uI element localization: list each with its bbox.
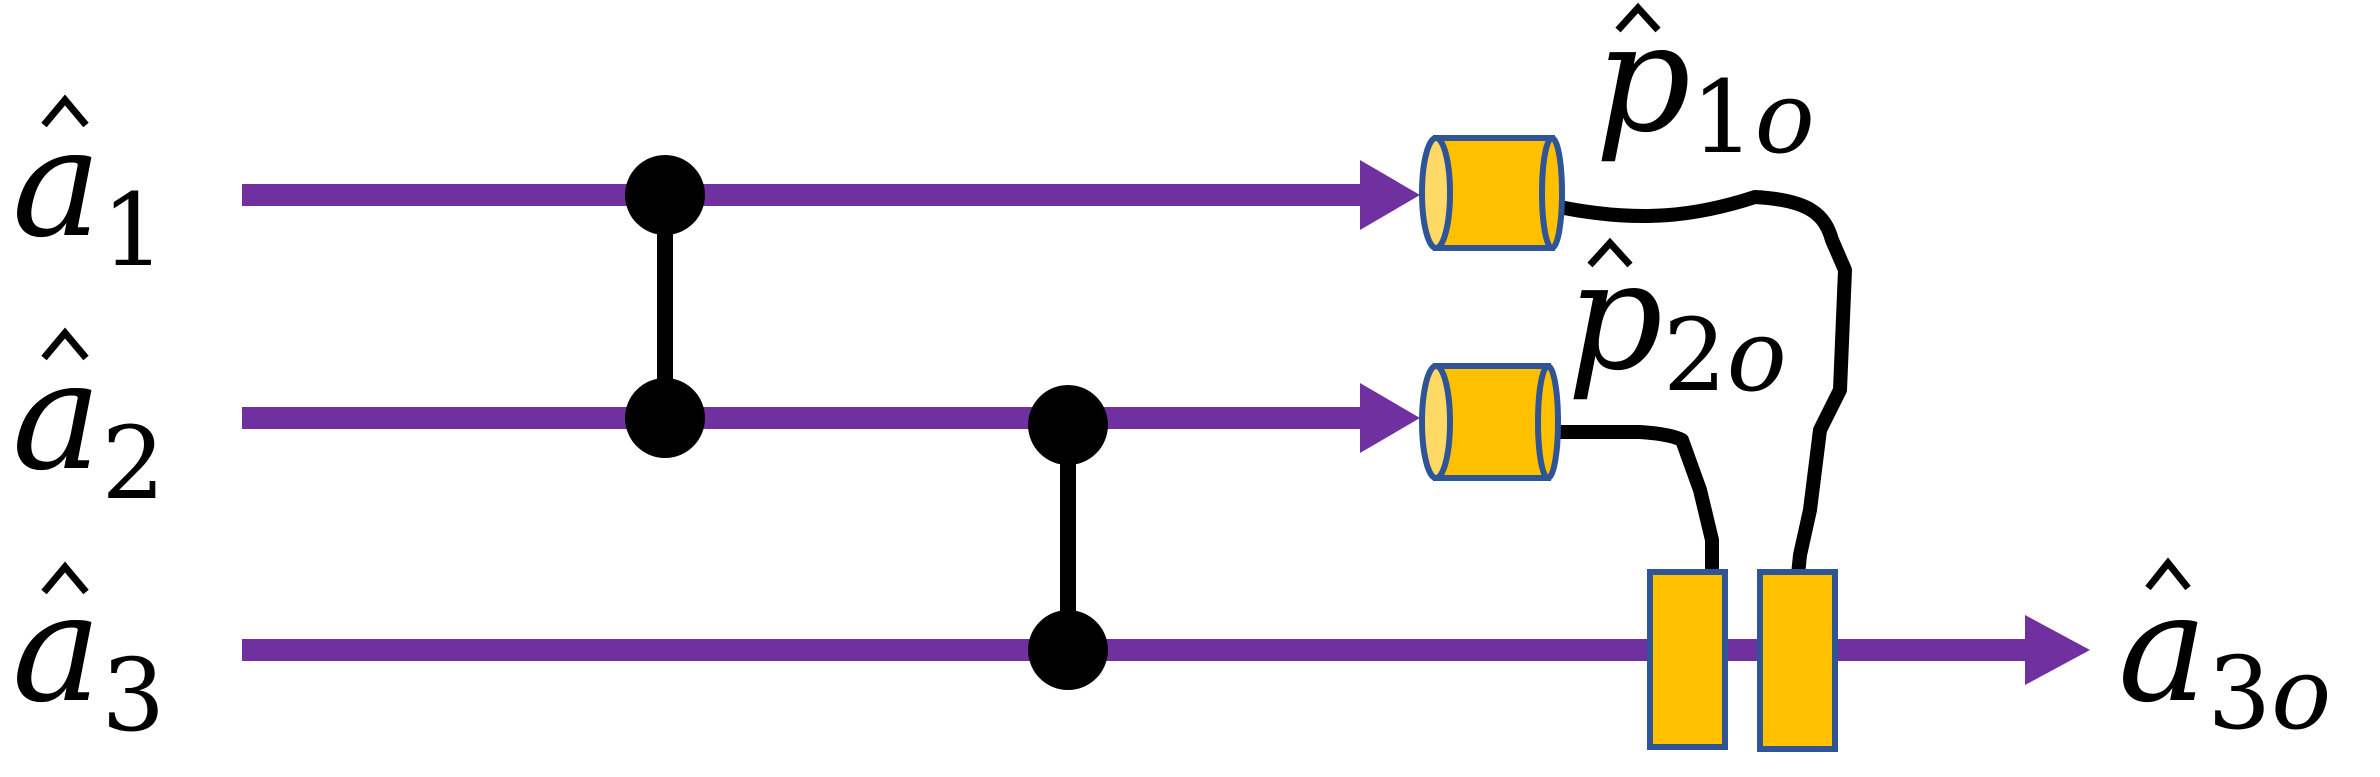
label-detector-1-sub-num: 1 xyxy=(1691,59,1755,176)
label-output-3-sub-var: o xyxy=(2271,635,2331,752)
detector-1-back-cap xyxy=(1539,135,1565,251)
label-output-3-sub-num: 3 xyxy=(2207,635,2271,752)
label-input-1-sub: 1 xyxy=(101,172,165,289)
detector-1-body xyxy=(1433,135,1555,251)
feedforward-wires xyxy=(1543,190,1852,582)
label-output-3: a3o xyxy=(2118,562,2331,752)
gates xyxy=(625,155,1108,690)
label-input-3-sub: 3 xyxy=(101,637,165,754)
hat-output-3-icon xyxy=(2145,557,2191,591)
label-input-2-sub: 2 xyxy=(101,405,165,522)
label-detector-2: p2o xyxy=(1567,230,1787,414)
label-detector-1-sub-var: o xyxy=(1755,59,1815,176)
detector-2 xyxy=(1419,363,1561,481)
label-hats xyxy=(41,2,2191,595)
label-input-2: a2 xyxy=(12,330,165,522)
wire-detector-1 xyxy=(1543,190,1852,582)
mode-lines xyxy=(242,160,2090,685)
label-detector-1: p1o xyxy=(1595,0,1815,176)
detector-1-front-cap xyxy=(1419,135,1453,251)
mode-line-1-arrowhead xyxy=(1360,160,1420,230)
detector-2-back-cap xyxy=(1535,363,1561,481)
hat-detector-2-icon xyxy=(1587,237,1633,268)
label-detector-2-sub-num: 2 xyxy=(1663,297,1727,414)
detector-1 xyxy=(1419,135,1565,251)
hat-detector-1-icon xyxy=(1615,2,1661,33)
label-output-3-base: a xyxy=(2118,562,2207,736)
mode-line-3-arrowhead xyxy=(2025,615,2090,685)
gate-2-node-top xyxy=(1028,385,1108,465)
label-input-3-base: a xyxy=(12,562,101,736)
detector-2-front-cap xyxy=(1419,363,1453,481)
wire-detector-2 xyxy=(1543,425,1719,582)
modulators xyxy=(1647,569,1838,752)
gate-1-node-bottom xyxy=(625,378,705,458)
hat-input-3-icon xyxy=(41,561,89,595)
hat-input-1-icon xyxy=(41,94,89,128)
label-input-1: a1 xyxy=(12,97,165,289)
label-input-3: a3 xyxy=(12,562,165,754)
hat-input-2-icon xyxy=(41,327,89,361)
label-detector-2-base: p xyxy=(1567,230,1663,404)
modulator-1 xyxy=(1647,569,1728,750)
modulator-2 xyxy=(1757,569,1838,752)
label-detector-2-sub-var: o xyxy=(1727,297,1787,414)
label-input-1-base: a xyxy=(12,97,101,271)
label-detector-1-base: p xyxy=(1595,0,1691,166)
mode-line-2-arrowhead xyxy=(1360,383,1420,453)
gate-1-node-top xyxy=(625,155,705,235)
label-input-2-base: a xyxy=(12,330,101,504)
gate-2-node-bottom xyxy=(1028,610,1108,690)
